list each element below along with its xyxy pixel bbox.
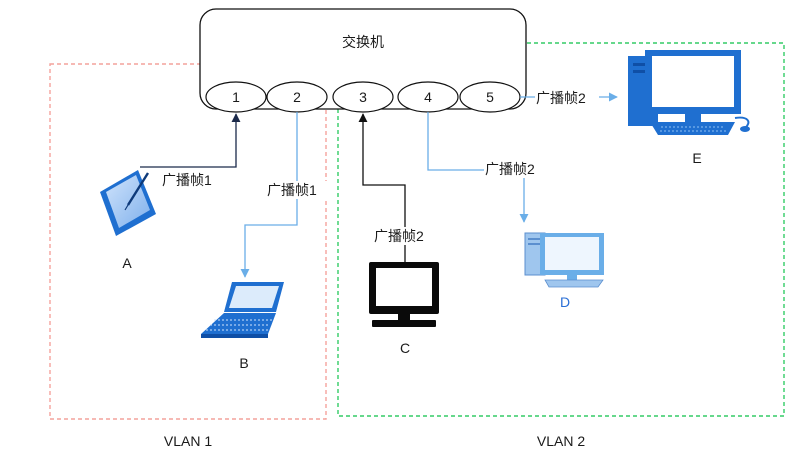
port-2-label: 2 xyxy=(293,89,301,105)
port-3: 3 xyxy=(332,81,394,113)
port-2: 2 xyxy=(266,81,328,113)
monitor-icon xyxy=(369,262,439,327)
device-e-label: E xyxy=(692,150,701,166)
vlan2-label: VLAN 2 xyxy=(537,433,585,449)
link-port4-to-d xyxy=(427,112,529,223)
port-4: 4 xyxy=(397,81,459,113)
frame-label-c: 广播帧2 xyxy=(374,228,424,244)
device-d-label: D xyxy=(560,294,570,310)
port-1-label: 1 xyxy=(232,89,240,105)
frame-label-a: 广播帧1 xyxy=(162,172,212,188)
device-b-label: B xyxy=(239,355,248,371)
port-1: 1 xyxy=(205,81,267,113)
frame-label-e: 广播帧2 xyxy=(536,90,586,106)
device-c-label: C xyxy=(400,340,410,356)
frame-label-d: 广播帧2 xyxy=(485,161,535,177)
desktop-computer-icon xyxy=(628,50,750,135)
vlan2-region xyxy=(337,42,785,417)
desktop-pc-icon xyxy=(524,232,604,288)
tablet-icon xyxy=(100,170,156,236)
link-port2-to-b xyxy=(240,112,298,278)
port-4-label: 4 xyxy=(424,89,432,105)
port-5: 5 xyxy=(459,81,521,113)
frame-label-b: 广播帧1 xyxy=(267,182,317,198)
port-5-label: 5 xyxy=(486,89,494,105)
laptop-icon xyxy=(201,282,284,338)
switch-label: 交换机 xyxy=(342,34,384,50)
vlan1-region xyxy=(49,63,327,420)
link-a-to-port1 xyxy=(140,113,241,168)
port-3-label: 3 xyxy=(359,89,367,105)
vlan1-label: VLAN 1 xyxy=(164,433,212,449)
link-c-to-port3 xyxy=(358,113,406,262)
device-a-label: A xyxy=(122,255,132,271)
